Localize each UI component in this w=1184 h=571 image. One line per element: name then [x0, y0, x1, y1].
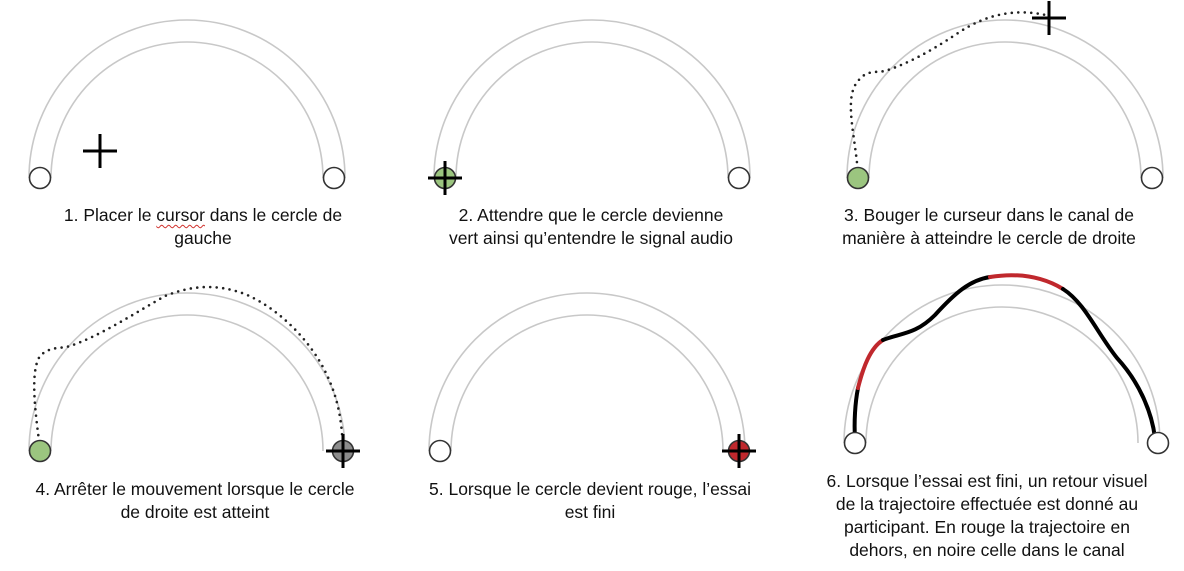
step-5-channel — [428, 292, 746, 452]
step-3-caption: 3. Bouger le curseur dans le canal de ma… — [794, 204, 1184, 250]
step-5-caption: 5. Lorsque le cercle devient rouge, l’es… — [395, 478, 785, 524]
step-1-misspelled-word: cursor — [156, 205, 205, 225]
step-3-panel — [846, 0, 1164, 190]
step-1-caption-line-1-before: 1. Placer le — [63, 205, 157, 225]
step-2-panel — [426, 19, 751, 197]
trajectory-inside-segment — [881, 275, 992, 342]
step-5-caption-line-2: est fini — [564, 502, 616, 522]
crosshair-cursor-icon — [324, 432, 362, 470]
step-4-caption-line-2: de droite est atteint — [120, 502, 270, 522]
step-6-channel — [843, 284, 1161, 444]
trajectory-inside-segment — [852, 386, 860, 440]
step-6-start-circle — [843, 431, 867, 455]
step-4-caption: 4. Arrêter le mouvement lorsque le cercl… — [0, 478, 390, 524]
step-1-channel — [28, 19, 346, 179]
step-5-caption-line-1: 5. Lorsque le cercle devient rouge, l’es… — [429, 479, 751, 499]
step-3-caption-line-1: 3. Bouger le curseur dans le canal de — [844, 205, 1134, 225]
step-4-panel — [28, 285, 362, 470]
step-3-dotted-trajectory — [849, 11, 1052, 177]
step-2-caption: 2. Attendre que le cercle devienne vert … — [396, 204, 786, 250]
step-6-end-circle — [1146, 431, 1170, 455]
step-4-caption-line-1: 4. Arrêter le mouvement lorsque le cercl… — [35, 479, 355, 499]
step-4-start-circle — [28, 439, 52, 463]
step-3-start-circle — [846, 166, 870, 190]
step-1-panel — [28, 19, 346, 190]
step-5-panel — [428, 292, 758, 470]
step-6-caption: 6. Lorsque l’essai est fini, un retour v… — [792, 470, 1182, 562]
step-6-caption-line-3: participant. En rouge la trajectoire en — [844, 517, 1130, 537]
step-1-caption: 1. Placer le cursor dans le cercle de ga… — [8, 204, 398, 250]
step-1-caption-line-1: 1. Placer le cursor dans le cercle de — [8, 204, 398, 227]
step-3-channel — [846, 19, 1164, 179]
crosshair-cursor-icon — [720, 432, 758, 470]
step-6-caption-line-1: 6. Lorsque l’essai est fini, un retour v… — [826, 471, 1148, 491]
trajectory-outside-segment — [988, 273, 1065, 291]
step-4-dotted-trajectory — [32, 285, 345, 453]
step-6-feedback-trajectory — [852, 273, 1157, 440]
step-6-caption-line-4: dehors, en noire celle dans le canal — [849, 540, 1125, 560]
step-2-caption-line-1: 2. Attendre que le cercle devienne — [458, 205, 724, 225]
trajectory-inside-segment — [1061, 287, 1157, 440]
trajectory-outside-segment — [856, 338, 885, 390]
step-3-end-circle — [1140, 166, 1164, 190]
step-6-panel — [843, 273, 1170, 455]
step-4-channel — [28, 292, 346, 452]
step-1-caption-line-2: gauche — [174, 228, 232, 248]
step-1-start-circle — [28, 166, 52, 190]
step-5-start-circle — [428, 439, 452, 463]
step-6-caption-line-2: de la trajectoire effectuée est donné au — [835, 494, 1139, 514]
step-2-end-circle — [727, 166, 751, 190]
step-2-caption-line-2: vert ainsi qu’entendre le signal audio — [448, 228, 734, 248]
step-3-caption-line-2: manière à atteindre le cercle de droite — [842, 228, 1136, 248]
step-1-end-circle — [322, 166, 346, 190]
step-1-caption-line-1-after: dans le cercle de — [204, 205, 343, 225]
step-2-channel — [433, 19, 751, 179]
crosshair-cursor-icon — [81, 132, 119, 170]
